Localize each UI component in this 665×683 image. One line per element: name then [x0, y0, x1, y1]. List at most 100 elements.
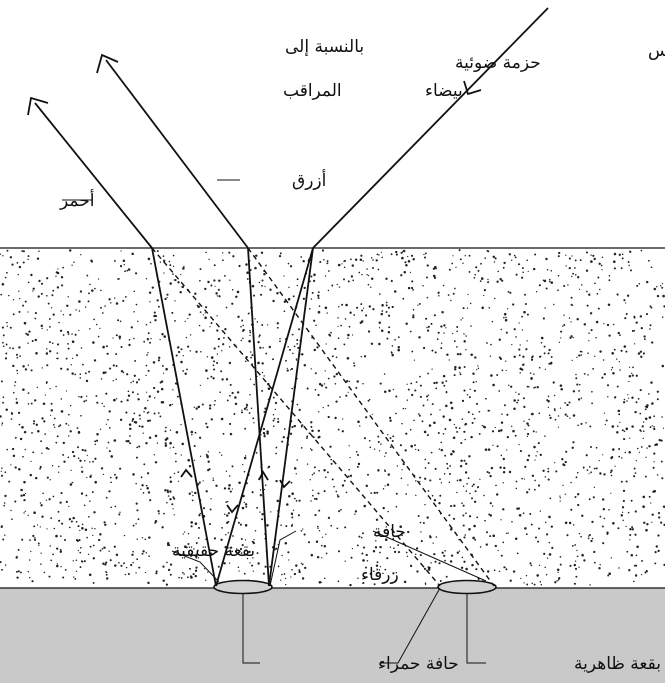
medium-dot [604, 412, 605, 413]
medium-dot [637, 448, 639, 450]
medium-dot [18, 291, 19, 292]
medium-dot [618, 448, 620, 450]
medium-dot [378, 343, 381, 346]
medium-dot [524, 429, 525, 430]
medium-dot [12, 365, 14, 367]
medium-dot [611, 352, 614, 355]
medium-dot [157, 390, 159, 392]
medium-dot [450, 401, 453, 404]
medium-dot [454, 366, 456, 368]
medium-dot [660, 522, 662, 524]
medium-dot [83, 400, 85, 402]
medium-dot [183, 573, 185, 575]
medium-dot [37, 387, 38, 388]
medium-dot [46, 295, 48, 297]
medium-dot [199, 482, 201, 484]
medium-dot [244, 573, 246, 575]
medium-dot [628, 569, 630, 571]
medium-dot [120, 346, 122, 348]
medium-dot [277, 322, 279, 324]
medium-dot [580, 536, 582, 538]
medium-dot [328, 517, 330, 519]
medium-dot [528, 419, 529, 420]
medium-dot [577, 318, 579, 320]
medium-dot [411, 255, 413, 257]
medium-dot [397, 465, 398, 466]
medium-dot [622, 257, 624, 259]
medium-dot [478, 368, 479, 369]
medium-dot [224, 513, 225, 514]
apparent-spot-ellipse [438, 581, 496, 594]
medium-dot [607, 575, 609, 577]
medium-dot [226, 514, 228, 516]
medium-dot [345, 395, 347, 397]
medium-dot [4, 495, 6, 497]
medium-dot [503, 267, 505, 269]
medium-dot [103, 406, 104, 407]
medium-dot [474, 356, 476, 358]
medium-dot [425, 318, 427, 320]
medium-dot [124, 535, 125, 536]
medium-dot [378, 441, 380, 443]
medium-dot [263, 573, 265, 575]
medium-dot [328, 290, 329, 291]
medium-dot [115, 353, 117, 355]
medium-dot [166, 297, 167, 298]
medium-dot [61, 410, 64, 413]
medium-dot [225, 501, 227, 503]
medium-dot [325, 275, 326, 276]
medium-dot [17, 373, 18, 374]
medium-dot [79, 530, 80, 531]
medium-dot [80, 290, 82, 292]
medium-dot [344, 526, 346, 528]
medium-dot [640, 315, 642, 317]
medium-dot [572, 441, 574, 443]
medium-dot [40, 563, 42, 565]
medium-dot [87, 275, 88, 276]
medium-dot [302, 577, 304, 579]
medium-dot [462, 262, 463, 263]
medium-dot [318, 291, 320, 293]
medium-dot [285, 360, 287, 362]
medium-dot [136, 447, 138, 449]
medium-dot [377, 561, 379, 563]
medium-dot [503, 458, 505, 460]
medium-dot [379, 321, 381, 323]
medium-dot [511, 521, 513, 523]
medium-dot [180, 361, 183, 364]
medium-dot [32, 340, 34, 342]
medium-dot [311, 449, 313, 451]
medium-dot [656, 443, 659, 446]
medium-dot [146, 324, 148, 326]
medium-dot [163, 272, 164, 273]
medium-dot [183, 533, 184, 534]
medium-dot [146, 485, 148, 487]
medium-dot [217, 353, 218, 354]
medium-dot [1, 471, 2, 472]
medium-dot [569, 267, 571, 269]
medium-dot [116, 302, 119, 305]
medium-dot [631, 526, 633, 528]
medium-dot [522, 272, 524, 274]
medium-dot [453, 505, 455, 507]
medium-dot [463, 524, 465, 526]
medium-dot [516, 481, 518, 483]
medium-dot [275, 480, 277, 482]
medium-dot [32, 451, 34, 453]
medium-dot [396, 506, 398, 508]
medium-dot [579, 289, 580, 290]
medium-dot [508, 291, 510, 293]
medium-dot [153, 315, 156, 318]
medium-dot [232, 465, 234, 467]
medium-dot [170, 574, 172, 576]
medium-dot [439, 478, 441, 480]
reflected-ray-red [152, 248, 216, 586]
medium-dot [310, 448, 311, 449]
medium-dot [597, 277, 599, 279]
medium-dot [115, 506, 117, 508]
medium-dot [287, 346, 289, 348]
medium-dot [269, 346, 271, 348]
medium-dot [247, 278, 249, 280]
medium-dot [397, 349, 400, 352]
medium-dot [642, 505, 645, 508]
